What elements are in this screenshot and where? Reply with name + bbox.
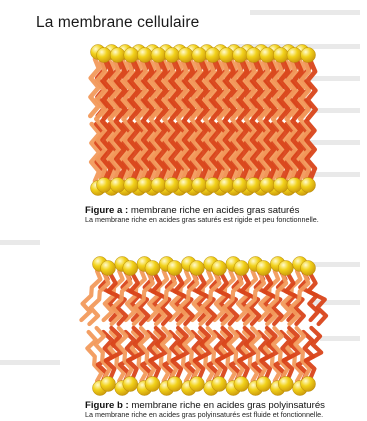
- polar-head: [205, 48, 220, 63]
- figure-b-caption: Figure b : membrane riche en acides gras…: [85, 400, 325, 419]
- polar-head: [301, 178, 316, 193]
- polar-head: [167, 377, 182, 392]
- polar-head: [124, 178, 139, 193]
- polar-head: [234, 261, 249, 276]
- polar-head: [301, 261, 316, 276]
- fatty-acid-tail: [90, 59, 99, 116]
- polar-head: [145, 261, 160, 276]
- page-title: La membrane cellulaire: [36, 14, 199, 32]
- polar-head: [165, 48, 180, 63]
- polar-head: [145, 377, 160, 392]
- polar-head: [219, 48, 234, 63]
- polar-head: [246, 48, 261, 63]
- fatty-acid-tail: [91, 124, 99, 181]
- polar-head: [278, 261, 293, 276]
- polar-head: [234, 377, 249, 392]
- polar-head: [212, 261, 227, 276]
- polar-head: [110, 178, 125, 193]
- figure-a-description: La membrane riche en acides gras saturés…: [85, 216, 319, 224]
- polar-head: [192, 48, 207, 63]
- figure-a-caption: Figure a : membrane riche en acides gras…: [85, 205, 319, 224]
- polar-head: [165, 178, 180, 193]
- polar-head: [151, 48, 166, 63]
- polar-head: [287, 48, 302, 63]
- polar-head: [178, 178, 193, 193]
- saturated-membrane-diagram: [0, 38, 367, 203]
- polar-head: [137, 48, 152, 63]
- polar-head: [273, 48, 288, 63]
- polar-head: [101, 261, 116, 276]
- polar-head: [219, 178, 234, 193]
- figure-b-description: La membrane riche en acides gras polyins…: [85, 411, 325, 419]
- polyunsaturated-membrane-diagram: [0, 250, 367, 400]
- polar-head: [97, 48, 112, 63]
- polar-head: [189, 377, 204, 392]
- polar-head: [192, 178, 207, 193]
- polar-head: [189, 261, 204, 276]
- polar-head: [273, 178, 288, 193]
- polar-head: [123, 377, 138, 392]
- polar-head: [260, 48, 275, 63]
- polar-head: [287, 178, 302, 193]
- polar-head: [151, 178, 166, 193]
- polar-head: [97, 178, 112, 193]
- polar-head: [167, 261, 182, 276]
- polar-head: [137, 178, 152, 193]
- polar-head: [301, 48, 316, 63]
- polar-head: [205, 178, 220, 193]
- polar-head: [256, 261, 271, 276]
- polar-head: [124, 48, 139, 63]
- polar-head: [256, 377, 271, 392]
- polar-head: [123, 261, 138, 276]
- polar-head: [260, 178, 275, 193]
- polar-head: [278, 377, 293, 392]
- phospholipid: [289, 261, 326, 325]
- polar-head: [212, 377, 227, 392]
- polar-head: [233, 178, 248, 193]
- polar-head: [110, 48, 125, 63]
- polar-head: [178, 48, 193, 63]
- polar-head: [246, 178, 261, 193]
- polar-head: [301, 377, 316, 392]
- polar-head: [233, 48, 248, 63]
- polar-head: [101, 377, 116, 392]
